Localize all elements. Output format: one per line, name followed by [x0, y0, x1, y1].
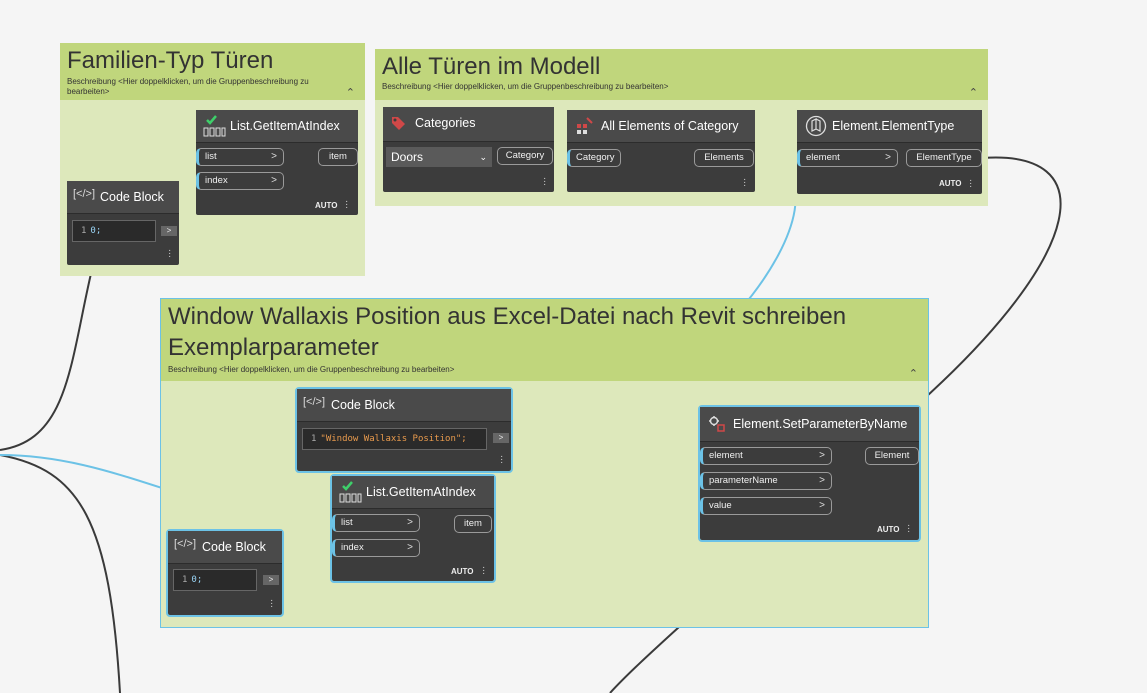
- lacing-mode[interactable]: AUTO: [315, 201, 338, 210]
- group-description[interactable]: Beschreibung <Hier doppelklicken, um die…: [168, 365, 455, 374]
- node-menu-icon[interactable]: ···: [969, 175, 973, 192]
- code-block-icon: [</>]: [174, 538, 197, 550]
- node-title: Code Block: [100, 190, 164, 204]
- input-port-index[interactable]: index>: [332, 539, 420, 557]
- chevron-down-icon: ⌄: [479, 152, 487, 162]
- code-output-port[interactable]: >: [263, 575, 279, 585]
- node-menu-icon[interactable]: ···: [543, 173, 547, 190]
- lacing-mode[interactable]: AUTO: [451, 567, 474, 576]
- group-description[interactable]: Beschreibung <Hier doppelklicken, um die…: [67, 77, 309, 96]
- output-port-element-type[interactable]: ElementType: [906, 149, 982, 167]
- chevron-right-icon: >: [271, 175, 277, 186]
- output-port-category[interactable]: Category: [497, 147, 553, 165]
- code-output-port[interactable]: >: [493, 433, 509, 443]
- input-port-value[interactable]: value>: [700, 497, 832, 515]
- set-parameter-icon: [709, 416, 725, 432]
- group-title: Alle Türen im Modell: [382, 53, 601, 80]
- node-menu-icon[interactable]: ···: [345, 196, 349, 213]
- node-menu-icon[interactable]: ···: [168, 245, 172, 262]
- group-title-line1: Window Wallaxis Position aus Excel-Datei…: [168, 303, 847, 330]
- group-title-line2: Exemplarparameter: [168, 334, 379, 361]
- element-type-icon: [805, 115, 827, 137]
- output-port-element[interactable]: Element: [865, 447, 919, 465]
- chevron-right-icon: >: [819, 475, 825, 486]
- node-menu-icon[interactable]: ···: [482, 562, 486, 579]
- node-list-get-item-at-index-2[interactable]: List.GetItemAtIndex list> index> item AU…: [330, 474, 496, 583]
- lacing-mode[interactable]: AUTO: [877, 525, 900, 534]
- lacing-mode[interactable]: AUTO: [939, 179, 962, 188]
- input-port-list[interactable]: list>: [196, 148, 284, 166]
- node-title: All Elements of Category: [601, 119, 739, 133]
- chevron-right-icon: >: [819, 450, 825, 461]
- code-block-icon: [</>]: [303, 396, 326, 408]
- chevron-right-icon: >: [885, 152, 891, 163]
- node-title: Code Block: [202, 540, 266, 554]
- node-menu-icon[interactable]: ···: [270, 595, 274, 612]
- input-port-category[interactable]: Category: [567, 149, 621, 167]
- code-output-port[interactable]: >: [161, 226, 177, 236]
- wire-codeblock1-down: [0, 264, 94, 451]
- input-port-index[interactable]: index>: [196, 172, 284, 190]
- node-title: Element.ElementType: [832, 119, 955, 133]
- node-code-block-2[interactable]: [</>] Code Block 1"Window Wallaxis Posit…: [295, 387, 513, 473]
- node-categories[interactable]: Categories Doors⌄ Category ···: [383, 107, 554, 192]
- node-element-element-type[interactable]: Element.ElementType element> ElementType…: [797, 110, 982, 194]
- output-port-item[interactable]: item: [318, 148, 358, 166]
- all-elements-icon: [577, 117, 593, 134]
- node-title: Code Block: [331, 398, 395, 412]
- chevron-right-icon: >: [271, 151, 277, 162]
- node-menu-icon[interactable]: ···: [743, 174, 747, 191]
- input-port-element[interactable]: element>: [797, 149, 898, 167]
- chevron-right-icon: >: [819, 500, 825, 511]
- node-title: List.GetItemAtIndex: [230, 119, 340, 133]
- code-block-icon: [</>]: [73, 188, 96, 200]
- node-list-get-item-at-index-1[interactable]: List.GetItemAtIndex list> index> item AU…: [196, 110, 358, 215]
- group-title: Familien-Typ Türen: [67, 47, 274, 74]
- group-window-wallaxis[interactable]: Window Wallaxis Position aus Excel-Datei…: [160, 298, 929, 628]
- node-element-set-parameter-by-name[interactable]: Element.SetParameterByName element> para…: [698, 405, 921, 542]
- node-title: Categories: [415, 116, 476, 130]
- chevron-right-icon: >: [407, 517, 413, 528]
- node-all-elements-of-category[interactable]: All Elements of Category Category Elemen…: [567, 110, 755, 192]
- chevron-right-icon: >: [407, 542, 413, 553]
- list-get-item-icon: [339, 481, 362, 503]
- node-title: List.GetItemAtIndex: [366, 485, 476, 499]
- list-get-item-icon: [203, 115, 226, 137]
- input-port-list[interactable]: list>: [332, 514, 420, 532]
- wire-elementtype-to-right: [915, 156, 1062, 407]
- output-port-item[interactable]: item: [454, 515, 492, 533]
- chevron-up-icon[interactable]: ⌃: [908, 368, 918, 380]
- chevron-up-icon[interactable]: ⌃: [345, 87, 355, 99]
- categories-icon: [392, 117, 405, 130]
- code-editor[interactable]: 1"Window Wallaxis Position";: [302, 428, 487, 450]
- input-port-parameter-name[interactable]: parameterName>: [700, 472, 832, 490]
- node-title: Element.SetParameterByName: [733, 417, 908, 431]
- output-port-elements[interactable]: Elements: [694, 149, 754, 167]
- category-dropdown[interactable]: Doors⌄: [386, 147, 492, 167]
- group-description[interactable]: Beschreibung <Hier doppelklicken, um die…: [382, 82, 669, 91]
- wire-left-down: [0, 454, 121, 693]
- chevron-up-icon[interactable]: ⌃: [968, 87, 978, 99]
- input-port-element[interactable]: element>: [700, 447, 832, 465]
- node-menu-icon[interactable]: ···: [907, 520, 911, 537]
- node-menu-icon[interactable]: ···: [500, 451, 504, 468]
